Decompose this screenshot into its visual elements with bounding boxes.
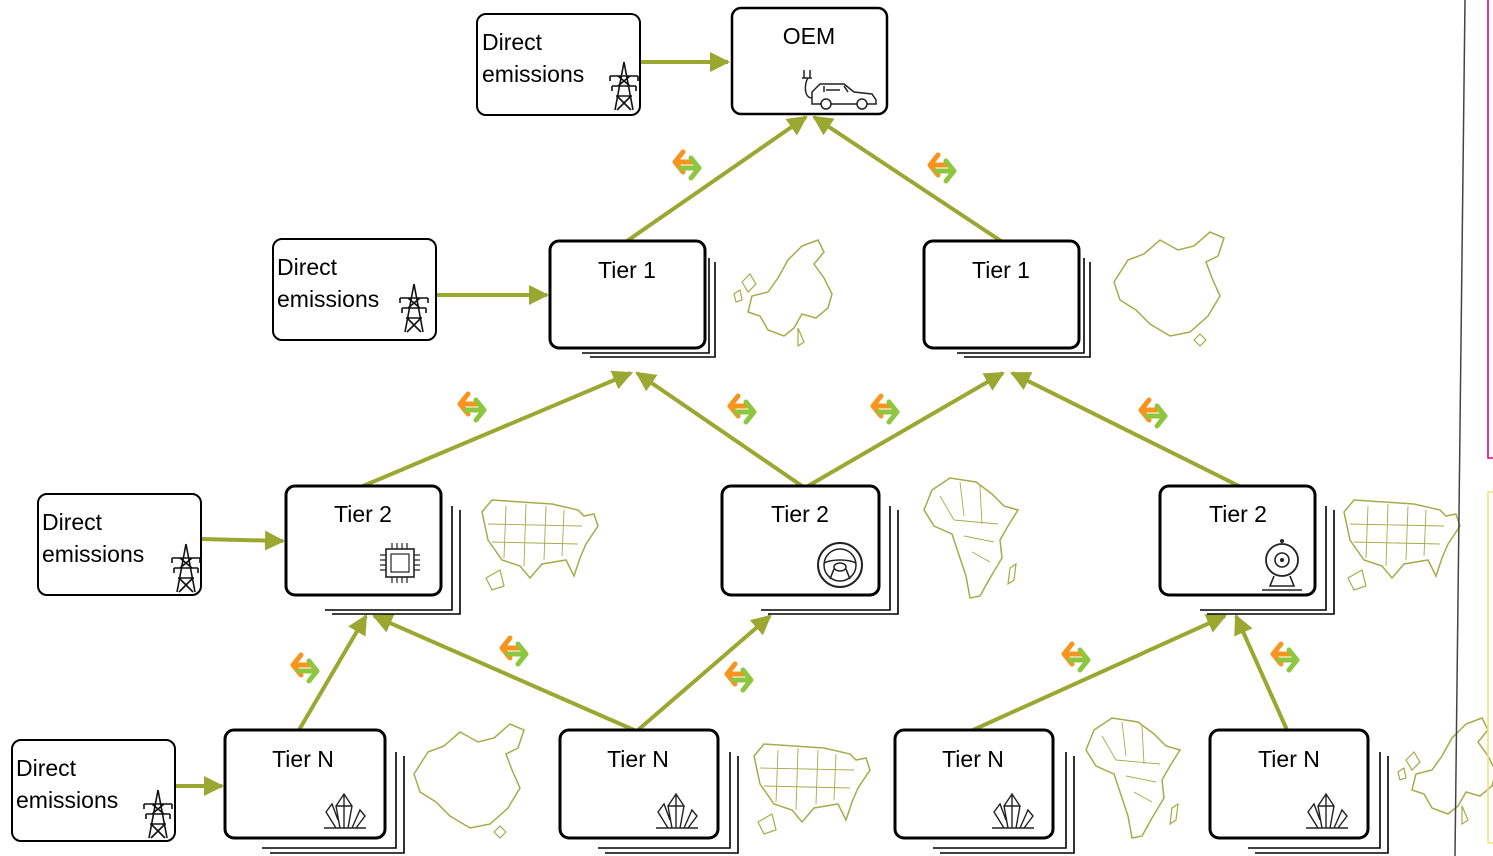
tierN-1-node: Tier N — [223, 723, 525, 854]
direct-emissions-tierN: Direct emissions — [11, 739, 176, 842]
direct-label-line1: Direct — [482, 29, 543, 55]
arrow-tier1-left-to-oem — [625, 115, 808, 243]
arrow-direct-to-tier2 — [200, 530, 285, 551]
data-exchange-icon — [502, 638, 526, 664]
tier1-left-node: Tier 1 — [548, 239, 833, 358]
tier2-label: Tier 2 — [1209, 501, 1267, 527]
tier1-label: Tier 1 — [598, 257, 656, 283]
direct-label-line2: emissions — [277, 286, 379, 312]
tier1-right-node: Tier 1 — [922, 231, 1225, 358]
tierN-2-node: Tier N — [558, 728, 871, 854]
data-exchange-icon — [930, 155, 954, 181]
direct-label-line1: Direct — [16, 755, 77, 781]
usa-map-icon — [753, 743, 871, 835]
data-exchange-icon — [727, 664, 751, 690]
tier2-right-node: Tier 2 — [1158, 484, 1461, 615]
arrow-tierN-2-to-tier2-mid — [636, 614, 772, 732]
data-exchange-icon — [293, 655, 317, 681]
direct-emissions-tier1: Direct emissions — [272, 238, 437, 341]
oem-label: OEM — [783, 23, 835, 49]
arrow-tierN-1-to-tier2-left — [297, 614, 368, 732]
tierN-4-node: Tier N — [1208, 717, 1493, 854]
europe-map-icon — [733, 239, 833, 347]
data-exchange-icon — [675, 152, 699, 178]
side-panels — [1454, 0, 1493, 856]
arrow-tierN-4-to-tier2-right — [1234, 614, 1289, 731]
tier1-label: Tier 1 — [972, 257, 1030, 283]
webcam-icon — [1262, 539, 1302, 591]
arrow-tier2-mid-to-tier1-left — [635, 371, 804, 488]
tierN-3-node: Tier N — [893, 717, 1181, 854]
africa-map-icon — [923, 477, 1019, 599]
direct-label-line1: Direct — [277, 254, 338, 280]
oem-node: OEM — [730, 6, 889, 116]
tier2-label: Tier 2 — [334, 501, 392, 527]
arrow-tier1-right-to-oem — [812, 115, 1003, 243]
direct-label-line2: emissions — [482, 61, 584, 87]
china-map-icon — [1113, 231, 1225, 347]
steering-wheel-icon — [817, 542, 863, 588]
direct-label-line1: Direct — [42, 509, 103, 535]
arrow-tierN-3-to-tier2-right — [972, 614, 1227, 732]
data-exchange-icon — [1064, 644, 1088, 670]
china-map-icon — [413, 723, 525, 839]
direct-label-line2: emissions — [42, 541, 144, 567]
usa-map-icon — [481, 499, 599, 591]
tierN-label: Tier N — [942, 746, 1004, 772]
usa-map-icon — [1343, 499, 1461, 591]
tierN-label: Tier N — [1258, 746, 1320, 772]
arrow-tier2-left-to-tier1-left — [362, 370, 633, 488]
tierN-label: Tier N — [272, 746, 334, 772]
africa-map-icon — [1085, 717, 1181, 839]
tier2-left-node: Tier 2 — [284, 484, 599, 615]
data-exchange-icon — [730, 396, 754, 422]
electric-car-icon — [802, 70, 877, 110]
direct-emissions-oem: Direct emissions — [476, 13, 641, 116]
tier2-mid-node: Tier 2 — [720, 477, 1019, 615]
direct-label-line2: emissions — [16, 787, 118, 813]
chip-icon — [380, 543, 420, 583]
data-exchange-icon — [1141, 400, 1165, 426]
arrow-tier2-right-to-tier1-right — [1010, 371, 1240, 488]
direct-emissions-tier2: Direct emissions — [37, 493, 202, 596]
arrows — [175, 52, 1289, 796]
tier2-label: Tier 2 — [771, 501, 829, 527]
tierN-label: Tier N — [607, 746, 669, 772]
arrow-tier2-mid-to-tier1-right — [806, 371, 1005, 488]
data-exchange-icon — [873, 396, 897, 422]
europe-map-icon — [1397, 717, 1493, 825]
data-exchange-icon — [460, 394, 484, 420]
arrow-tierN-2-to-tier2-left — [372, 614, 635, 732]
data-exchange-icon — [1273, 644, 1297, 670]
